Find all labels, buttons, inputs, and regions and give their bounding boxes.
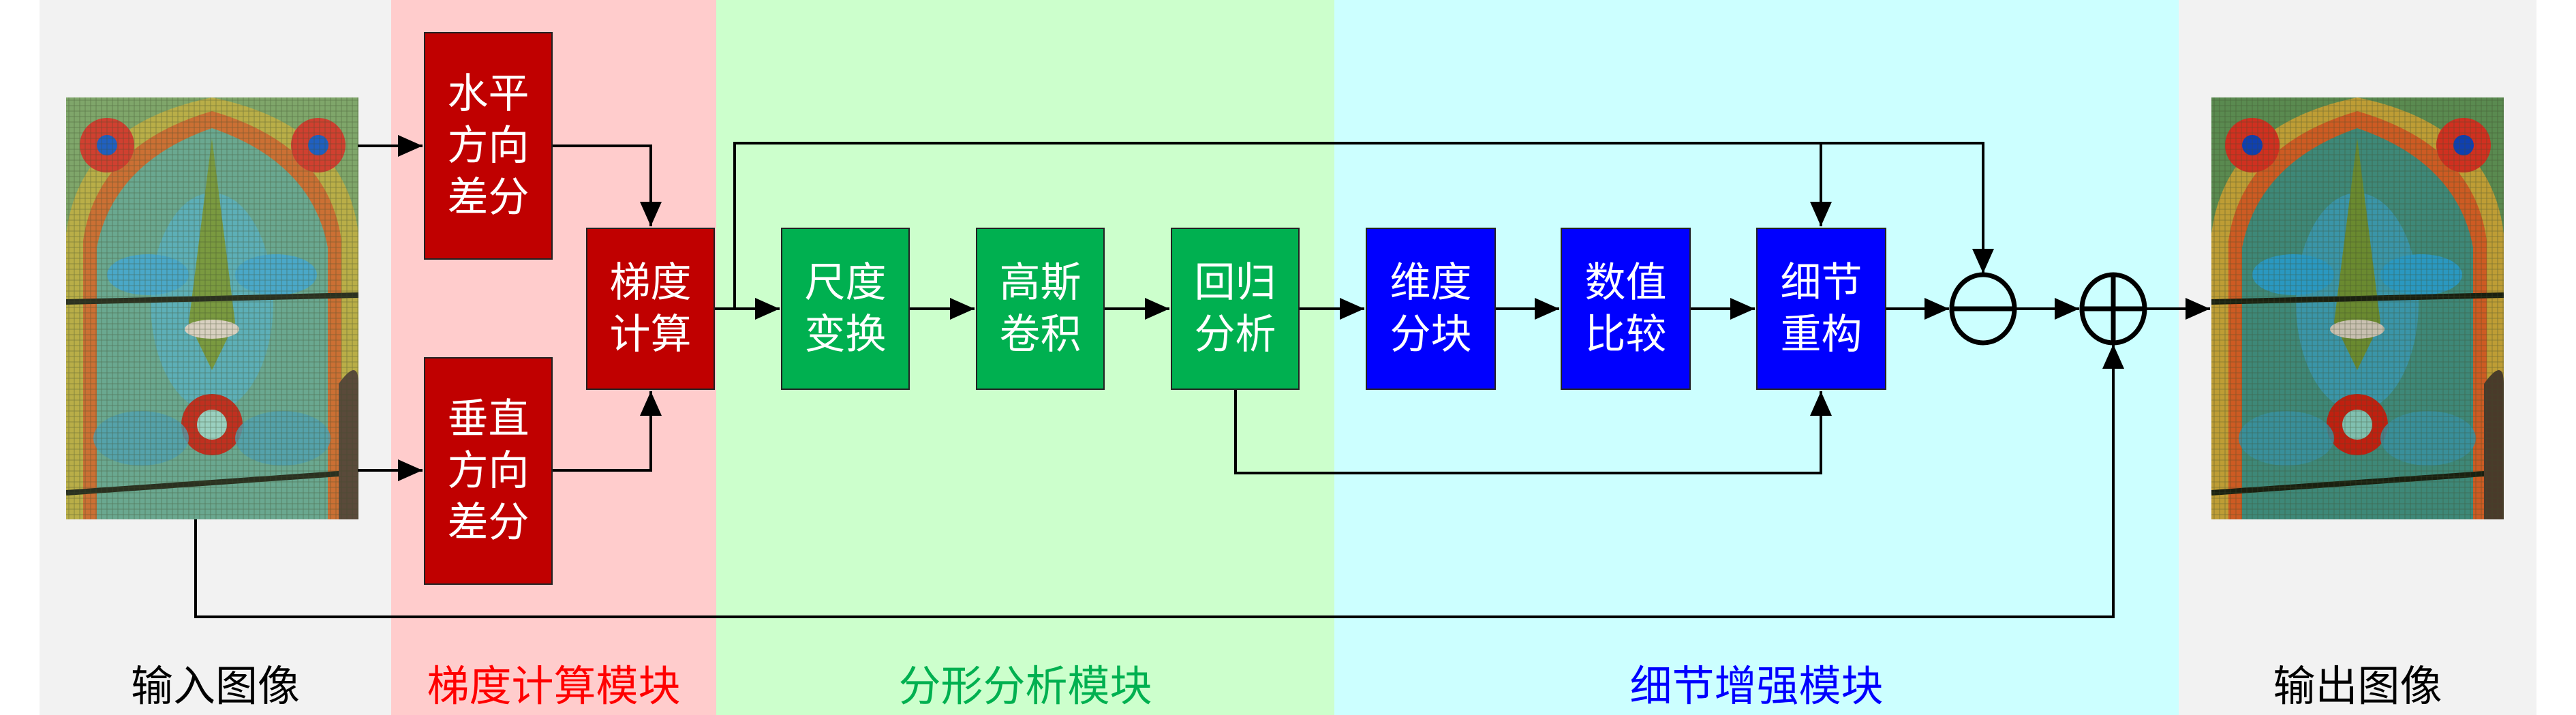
box-text: 变换 [804,311,887,359]
arrow [553,144,662,226]
input-label: 输入图像 [130,661,300,711]
box-text: 分块 [1390,311,1472,359]
box-text: 垂直 [447,395,530,443]
regression-box: 回归 分析 [1171,228,1300,390]
dim-block-box: 维度 分块 [1366,228,1496,390]
box-text: 数值 [1584,259,1667,307]
output-image [2211,97,2504,519]
box-text: 细节 [1780,259,1862,307]
box-text: 水平 [447,70,530,118]
box-text: 差分 [447,174,530,222]
horizontal-diff-box: 水平 方向 差分 [424,32,553,260]
gradient-calc-box: 梯度 计算 [586,228,715,390]
detail-recon-box: 细节 重构 [1756,228,1886,390]
detail-module-label: 细节增强模块 [1629,661,1884,711]
arrow [1234,390,1832,474]
box-text: 方向 [447,122,530,170]
box-text: 重构 [1780,311,1862,359]
scale-transform-box: 尺度 变换 [781,228,910,390]
add-operator [2079,272,2147,346]
gradient-module-label: 梯度计算模块 [427,661,681,711]
subtract-operator [1949,272,2017,346]
arrow [553,391,662,472]
box-text: 计算 [609,311,692,359]
vertical-diff-box: 垂直 方向 差分 [424,357,553,585]
skip-line [733,142,1994,309]
box-text: 差分 [447,499,530,547]
fractal-module-label: 分形分析模块 [898,661,1152,711]
box-text: 比较 [1584,311,1667,359]
box-text: 回归 [1194,259,1276,307]
box-text: 尺度 [804,259,887,307]
box-text: 梯度 [609,259,692,307]
box-text: 高斯 [999,259,1082,307]
box-text: 维度 [1390,259,1472,307]
gaussian-conv-box: 高斯 卷积 [976,228,1105,390]
box-text: 卷积 [999,311,1082,359]
box-text: 方向 [447,447,530,495]
output-label: 输出图像 [2273,661,2442,711]
residual-line [194,344,2124,618]
input-image [66,97,358,519]
box-text: 分析 [1194,311,1276,359]
value-compare-box: 数值 比较 [1561,228,1691,390]
